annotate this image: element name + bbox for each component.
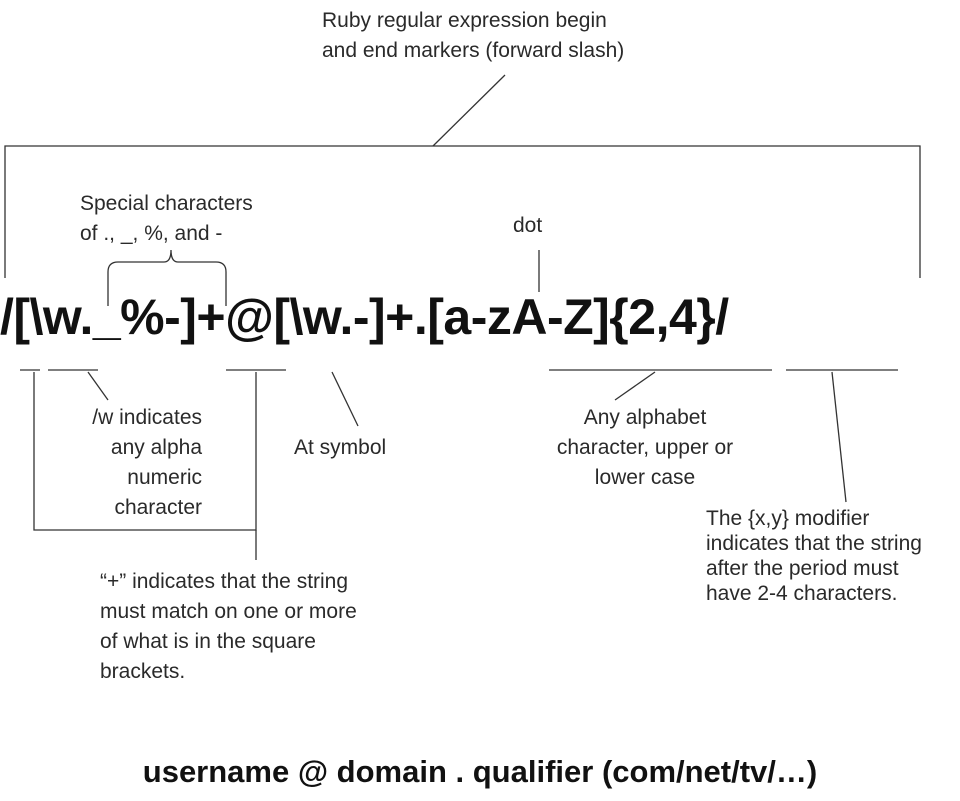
modifier-annotation: The {x,y} modifier indicates that the st…: [706, 507, 922, 605]
marker-bracket: [4, 145, 921, 278]
summary-caption: username @ domain . qualifier (com/net/t…: [142, 754, 818, 789]
marker-pointer: [432, 74, 506, 147]
alphabet-pointer: [614, 371, 656, 401]
plus-annotation: “+” indicates that the string must match…: [100, 570, 357, 683]
modifier-pointer: [831, 371, 847, 503]
markers-annotation: Ruby regular expression begin and end ma…: [322, 9, 625, 62]
plus-bracket: [33, 372, 257, 531]
at-pointer: [331, 371, 359, 427]
regex-expression: /[\w._%-]+@[\w.-]+.[a-zA-Z]{2,4}/: [0, 289, 729, 345]
dot-annotation: dot: [513, 214, 543, 237]
alphabet-annotation: Any alphabet character, upper or lower c…: [556, 406, 734, 489]
word-character-annotation: /w indicates any alpha numeric character: [92, 406, 202, 519]
special-characters-annotation: Special characters of ., _, %, and -: [80, 192, 253, 245]
special-brace: [107, 249, 227, 306]
at-symbol-annotation: At symbol: [294, 436, 387, 459]
w-pointer: [87, 371, 109, 401]
